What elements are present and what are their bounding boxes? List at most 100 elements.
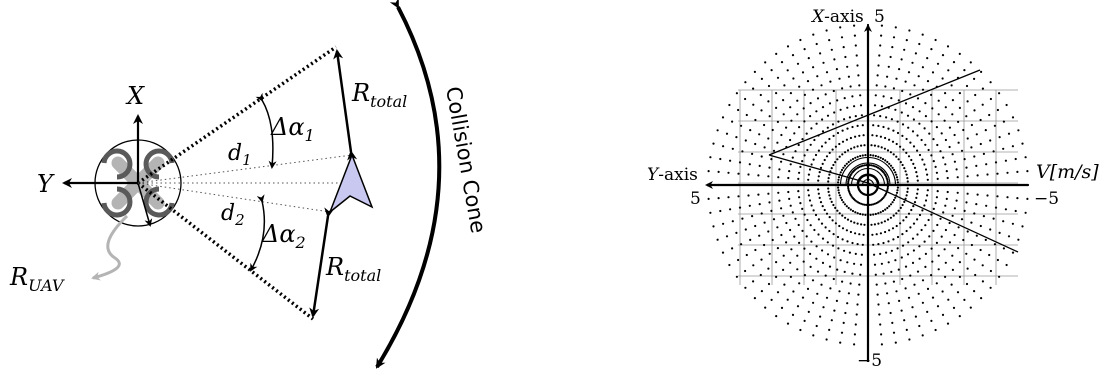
velocity-dot [825, 212, 829, 215]
velocity-dot [992, 217, 995, 220]
velocity-dot [1014, 209, 1017, 213]
collision-cone-arc [375, 0, 442, 369]
velocity-dot [791, 211, 794, 214]
velocity-dot [836, 268, 839, 271]
velocity-dot [822, 61, 825, 64]
velocity-dot [958, 106, 962, 109]
velocity-dot [931, 71, 935, 74]
velocity-dot [843, 203, 847, 206]
velocity-dot [955, 168, 958, 171]
velocity-dot [801, 207, 804, 210]
velocity-dot [796, 99, 799, 102]
velocity-dot [936, 143, 939, 147]
cone-lower-boundary [136, 181, 315, 321]
velocity-dot [889, 216, 893, 219]
velocity-dot [982, 215, 986, 218]
velocity-dot [805, 132, 808, 135]
velocity-dot [744, 139, 747, 142]
velocity-dot [969, 306, 972, 309]
velocity-dot [849, 230, 853, 234]
velocity-dot [890, 249, 894, 252]
velocity-dot [712, 142, 715, 145]
velocity-dot [906, 187, 909, 190]
velocity-dot [776, 291, 780, 294]
velocity-dot [928, 235, 931, 238]
velocity-dot [882, 95, 885, 98]
velocity-dot [913, 201, 917, 204]
velocity-dot [889, 151, 893, 154]
velocity-dot [958, 275, 962, 278]
velocity-dot [874, 94, 877, 97]
velocity-dot [835, 299, 839, 302]
velocity-dot [802, 107, 805, 110]
velocity-dot [825, 29, 828, 32]
velocity-dot [799, 165, 802, 168]
velocity-dot [864, 154, 867, 157]
velocity-dot [908, 29, 911, 32]
velocity-dot [989, 269, 993, 273]
velocity-dot [749, 238, 752, 241]
velocity-dot [840, 331, 844, 334]
velocity-dot [828, 229, 831, 233]
velocity-dot [790, 248, 793, 251]
velocity-dot [895, 290, 898, 293]
velocity-dot [716, 238, 719, 241]
velocity-dot [879, 252, 882, 255]
velocity-dot [881, 209, 885, 213]
velocity-dot [898, 68, 901, 71]
velocity-dot [895, 224, 898, 228]
velocity-dot [912, 118, 916, 121]
velocity-dot [895, 212, 898, 215]
velocity-dot [1007, 235, 1011, 238]
velocity-dot [930, 154, 933, 157]
velocity-dot [889, 55, 892, 59]
velocity-dot [830, 167, 833, 170]
velocity-dot [885, 116, 888, 119]
velocity-dot [905, 173, 908, 176]
velocity-dot [828, 39, 831, 42]
velocity-dot [819, 52, 822, 55]
velocity-dot [860, 114, 864, 117]
velocity-dot [944, 106, 947, 109]
velocity-dot [780, 233, 783, 237]
velocity-dot [815, 257, 818, 260]
velocity-dot [905, 194, 908, 197]
velocity-dot [832, 134, 835, 137]
velocity-dot [809, 252, 812, 255]
velocity-dot [836, 99, 839, 102]
velocity-dot [896, 189, 899, 192]
velocity-dot [770, 69, 773, 72]
tick-right: −5 [1034, 189, 1059, 209]
obstacle-line-middle [768, 154, 869, 184]
velocity-dot [808, 199, 812, 202]
velocity-dot [747, 173, 750, 176]
velocity-dot [889, 164, 893, 167]
velocity-dot [901, 123, 905, 126]
velocity-dot [847, 292, 851, 295]
velocity-dot [943, 119, 946, 122]
velocity-dot [820, 283, 823, 286]
velocity-dot [770, 209, 773, 212]
velocity-dot [900, 256, 903, 259]
velocity-dot [870, 223, 873, 226]
velocity-dot [955, 199, 958, 202]
velocity-dot [821, 249, 824, 252]
velocity-dot [945, 197, 948, 200]
velocity-dot [832, 233, 835, 236]
velocity-dot [817, 179, 820, 182]
velocity-dot [921, 66, 925, 69]
velocity-dot [923, 127, 926, 130]
velocity-dot [858, 165, 861, 168]
velocity-dot [926, 189, 929, 192]
velocity-dot [763, 123, 766, 127]
velocity-dot [886, 75, 889, 78]
velocity-dot [950, 84, 953, 87]
velocity-dot [941, 77, 944, 80]
velocity-dot [821, 261, 825, 264]
velocity-dot [854, 156, 857, 159]
velocity-dot [989, 97, 993, 101]
velocity-dot [760, 212, 763, 215]
velocity-dot [953, 160, 957, 163]
velocity-dot [872, 203, 875, 206]
velocity-dot [907, 241, 910, 244]
